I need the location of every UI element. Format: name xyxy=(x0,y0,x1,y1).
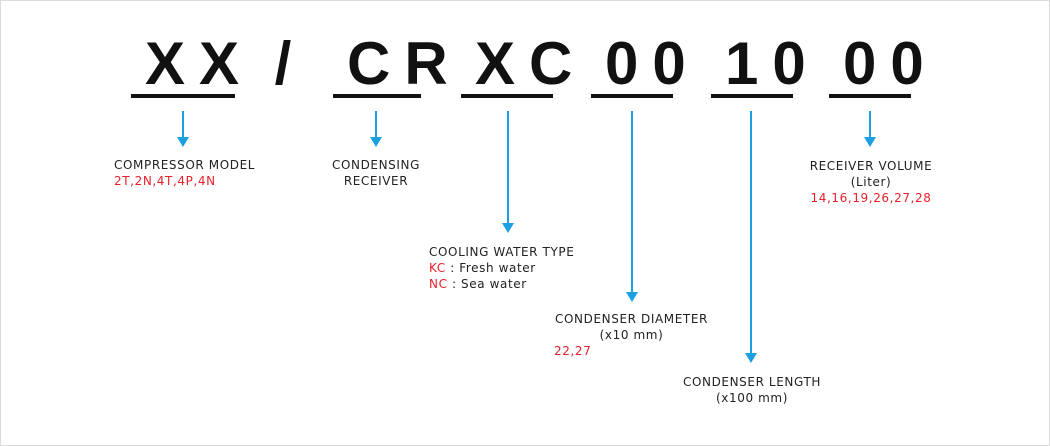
cooling-text-sea: : Sea water xyxy=(447,277,527,291)
segment-underline xyxy=(829,94,911,98)
segment-underline xyxy=(131,94,235,98)
condenser-length-label: CONDENSER LENGTH (x100 mm) xyxy=(682,374,822,406)
condenser-diameter-values: 22,27 xyxy=(554,344,592,358)
arrow-down-icon xyxy=(370,111,382,147)
segment-underline xyxy=(461,94,553,98)
cooling-text-fresh: : Fresh water xyxy=(445,261,536,275)
code-segment-volume: 00 xyxy=(843,30,938,97)
arrow-down-icon xyxy=(864,111,876,147)
segment-underline xyxy=(333,94,421,98)
condensing-receiver-line1: CONDENSING xyxy=(331,158,421,172)
receiver-volume-title: RECEIVER VOLUME xyxy=(809,159,933,173)
compressor-model-values: 2T,2N,4T,4P,4N xyxy=(114,174,216,188)
code-segment-receiver: CR xyxy=(347,30,462,97)
code-segment-diameter: 00 xyxy=(605,30,700,97)
cooling-water-type-title: COOLING WATER TYPE xyxy=(429,245,575,259)
code-segment-compressor: XX xyxy=(145,30,254,97)
arrow-down-icon xyxy=(177,111,189,147)
cooling-code-kc: KC xyxy=(429,261,446,275)
segment-underline xyxy=(711,94,793,98)
segment-underline xyxy=(591,94,673,98)
condensing-receiver-line2: RECEIVER xyxy=(343,174,409,188)
code-separator: / xyxy=(274,30,292,97)
receiver-volume-label: RECEIVER VOLUME (Liter) 14,16,19,26,27,2… xyxy=(801,158,941,206)
condenser-length-unit: (x100 mm) xyxy=(716,391,788,405)
code-segment-cooling: XC xyxy=(475,30,587,97)
arrow-down-icon xyxy=(626,111,638,302)
receiver-volume-unit: (Liter) xyxy=(850,175,892,189)
arrow-down-icon xyxy=(745,111,757,363)
cooling-code-nc: NC xyxy=(429,277,448,291)
condenser-diameter-title: CONDENSER DIAMETER xyxy=(555,312,708,326)
cooling-water-sea: NC : Sea water xyxy=(429,276,527,292)
compressor-model-title: COMPRESSOR MODEL xyxy=(114,158,256,172)
condensing-receiver-label: CONDENSING RECEIVER xyxy=(321,157,431,189)
code-segment-length: 10 xyxy=(725,30,820,97)
cooling-water-fresh: KC : Fresh water xyxy=(429,260,536,276)
condenser-length-title: CONDENSER LENGTH xyxy=(682,375,822,389)
condenser-diameter-label: CONDENSER DIAMETER (x10 mm) xyxy=(554,311,709,343)
receiver-volume-values: 14,16,19,26,27,28 xyxy=(810,191,932,205)
condenser-diameter-unit: (x10 mm) xyxy=(599,328,664,342)
arrow-down-icon xyxy=(502,111,514,233)
